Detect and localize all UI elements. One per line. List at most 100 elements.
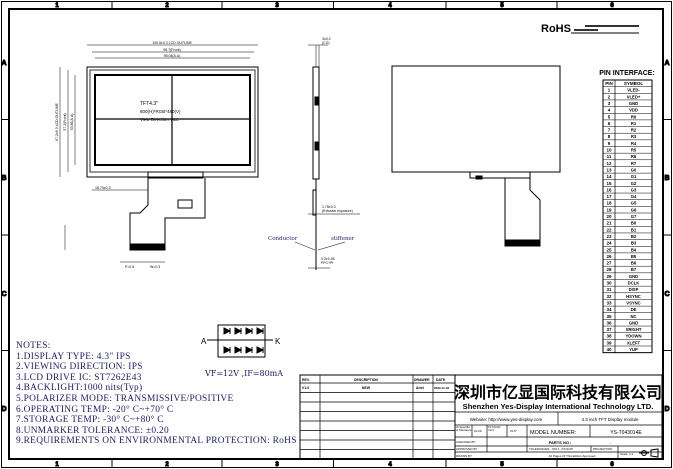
pin-symbol: B6 [631, 261, 637, 266]
tolerance-2: ±0.5(Unit: mm) [488, 426, 501, 433]
zone-label: 3 [275, 3, 279, 9]
unspecified-tolerance-label: Unspecified Tolerance [456, 426, 472, 433]
pin-symbol: B3 [631, 241, 637, 246]
rev-header: REV. [302, 378, 310, 382]
pin-number: 3 [608, 101, 611, 106]
note-item: 2.VIEWING DIRECTION: IPS [16, 362, 143, 373]
notes-title: NOTES: [16, 341, 51, 351]
pin-symbol: R5 [631, 148, 637, 153]
left-dim-label: 53.86(A.A) [70, 114, 74, 131]
model-number-value: YS-T043014E [610, 430, 642, 436]
pin-symbol: G0 [631, 167, 637, 172]
date-header: DATE [436, 378, 446, 382]
pin-symbol: G3 [631, 187, 637, 192]
exposed-dim-label: (Exlusive exposure) [322, 209, 353, 213]
pin-number: 20 [606, 214, 612, 219]
led-diode-icon [223, 327, 232, 335]
pin-number: 15 [606, 181, 612, 186]
zone-label: 1 [55, 462, 59, 468]
rohs-logo: RoHS [541, 23, 639, 35]
pin-symbol: G4 [631, 194, 637, 199]
pin-symbol: HSYNC [626, 294, 641, 299]
approved-by-label: APPROVED BY [456, 447, 478, 451]
pin-header: PIN [605, 81, 613, 86]
note-item: 3.LCD DRIVE IC: ST7262E43 [16, 372, 142, 383]
pin-symbol: B5 [631, 254, 637, 259]
pin-symbol: VSYNC [626, 300, 640, 305]
title-block [299, 374, 663, 460]
led-spec: VF=12V ,IF=80mA [204, 369, 283, 378]
exposed-dim-label: 1.75±0.3 [322, 205, 336, 209]
zone-label: 4 [388, 462, 392, 468]
note-item: 5.POLARIZER MODE: TRANSMISSIVE/POSITIVE [16, 393, 234, 404]
pin-number: 10 [606, 148, 612, 153]
description-value: NEW [362, 386, 371, 390]
pin-number: 6 [608, 121, 611, 126]
note-item: 7.STORAGE TEMP: -30° C~+80° C [16, 415, 164, 426]
tail-dim-label: P=0.5 [125, 265, 134, 269]
side-view [294, 44, 360, 270]
tolerance-1: ±0.20 [474, 429, 482, 433]
outline-dim-label: 105.5±0.3 LCD OUTLINE [152, 41, 192, 45]
led-diode-icon [234, 327, 243, 335]
pin-symbol: B4 [631, 247, 637, 252]
pin-symbol: GND [629, 274, 638, 279]
pin-number: 33 [606, 300, 612, 305]
panel-text: TFT4.3" [140, 101, 158, 107]
pin-number: 24 [606, 241, 612, 246]
pin-number: 23 [606, 234, 612, 239]
pin-symbol: B2 [631, 234, 637, 239]
company-name-cn: 深圳市亿显国际科技有限公司 [454, 383, 662, 402]
zone-label: B [664, 175, 669, 182]
led-diode-icon [223, 346, 232, 354]
note-item: 9.REQUIREMENTS ON ENVIRONMENTAL PROTECTI… [16, 436, 297, 447]
pin-symbol: G5 [631, 201, 637, 206]
left-dim-label: 67.2±0.3 LCD OUTLINE [55, 102, 59, 140]
approval-note: All Pages Of This Edition Approved [549, 454, 596, 458]
pin-symbol: DCLK [628, 281, 640, 286]
pin-number: 4 [608, 108, 611, 113]
pin-number: 22 [606, 227, 612, 232]
pin-symbol: R2 [631, 128, 637, 133]
drawer-value: Ariel [416, 386, 424, 390]
pin-number: 38 [606, 334, 612, 339]
pin-table-border [602, 79, 653, 354]
rev-value: V1.0 [302, 386, 309, 390]
led-diode-icon [234, 346, 243, 354]
panel-text: 800(H)*RGB*480(V) [140, 109, 181, 114]
cg-dim-label: 3±0.2 [322, 37, 331, 41]
zone-label: 6 [610, 3, 614, 9]
tail-dim-label: W=0.3 [150, 265, 160, 269]
cathode-label: K [275, 337, 281, 346]
pin-number: 29 [606, 274, 612, 279]
pin-symbol: R1 [631, 121, 637, 126]
led-diode-icon [256, 327, 265, 335]
zone-label: 5 [500, 3, 504, 9]
pin-number: 36 [606, 320, 612, 325]
pin-symbol: R4 [631, 141, 637, 146]
tolerance-note: TOLERANCES: .X±0.1 .XX±0.05 [529, 447, 573, 451]
pin-symbol: DE [631, 307, 637, 312]
pin-interface-title: PIN INTERFACE: [599, 70, 655, 77]
pin-number: 26 [606, 254, 612, 259]
zone-label: 2 [165, 462, 169, 468]
front-view [59, 44, 259, 263]
pin-number: 25 [606, 247, 612, 252]
pin-number: 30 [606, 281, 612, 286]
pin-number: 1 [608, 88, 611, 93]
drawn-by-label: DRAWN BY [456, 454, 472, 458]
model-number-label: MODEL NUMBER: [530, 430, 577, 436]
checked-by-label: CHECKED BY [456, 440, 476, 444]
tolerance-3: ±0.5° [510, 429, 518, 433]
pin-number: 17 [606, 194, 612, 199]
led-diode-icon [256, 346, 265, 354]
pin-symbol: G2 [631, 181, 637, 186]
drawer-header: DRAWER [414, 378, 430, 382]
zone-label: D [1, 406, 6, 413]
pin-symbol: G7 [631, 214, 637, 219]
stiffener-label: stiffener [331, 236, 355, 242]
svg-text:RoHS: RoHS [541, 23, 571, 35]
pin-number: 31 [606, 287, 612, 292]
website: Website: http://www.yes-display.com [470, 417, 543, 422]
